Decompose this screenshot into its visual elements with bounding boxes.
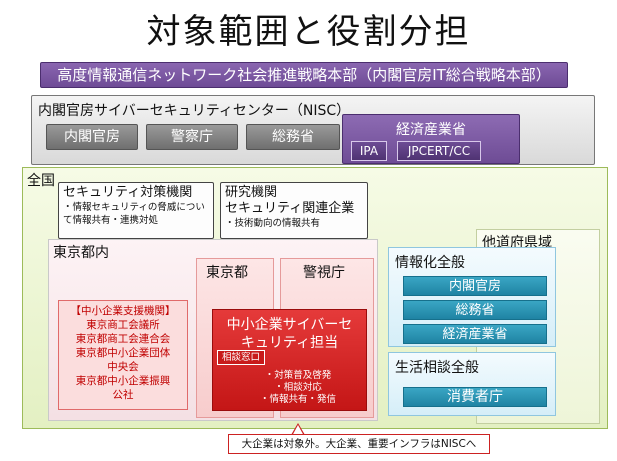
informatization-title: 情報化全般 (395, 255, 465, 271)
cyber-unit-box: 中小企業サイバーセ キュリティ担当 相談窓口 ・対策普及啓発 ・相談対応 ・情報… (212, 309, 367, 411)
headquarters-bar: 高度情報通信ネットワーク社会推進戦略本部（内閣官房IT総合戦略本部） (40, 62, 568, 88)
cyber-unit-item-1: ・対策普及啓発 (264, 370, 332, 381)
meti-label: 経済産業省 (396, 122, 466, 138)
security-org-box: セキュリティ対策機関 ・情報セキュリティの脅威について情報共有・連携対処 (58, 182, 214, 239)
research-org-title-1: 研究機関 (225, 185, 278, 200)
tokyo-label: 東京都内 (53, 245, 109, 261)
sme-support-line-6: 東京都中小企業振興 (75, 375, 171, 387)
nisc-box: 内閣官房サイバーセキュリティセンター（NISC） 内閣官房 警察庁 総務省 経済… (31, 95, 595, 165)
sme-support-line-5: 中央会 (107, 361, 139, 373)
sme-support-box: 【中小企業支援機関】 東京商工会議所 東京都商工会連合会 東京都中小企業団体 中… (58, 300, 188, 410)
sme-support-line-1: 【中小企業支援機関】 (70, 305, 176, 317)
informatization-item-meti: 経済産業省 (403, 324, 547, 344)
cyber-unit-item-2: ・相談対応 (274, 382, 322, 393)
headquarters-label: 高度情報通信ネットワーク社会推進戦略本部（内閣官房IT総合戦略本部） (57, 66, 551, 84)
meti-sub-ipa: IPA (351, 141, 387, 161)
police-label: 警視庁 (303, 265, 345, 281)
nisc-title: 内閣官房サイバーセキュリティセンター（NISC） (38, 103, 351, 119)
cyber-unit-title-2: キュリティ担当 (240, 335, 339, 351)
nisc-member-npa: 警察庁 (146, 124, 238, 150)
security-org-body: ・情報セキュリティの脅威について情報共有・連携対処 (63, 202, 205, 226)
research-org-box: 研究機関 セキュリティ関連企業 ・技術動向の情報共有 (220, 182, 368, 239)
cyber-unit-item-3: ・情報共有・発信 (259, 394, 336, 405)
security-org-title: セキュリティ対策機関 (63, 185, 193, 200)
tokyo-metro-label: 東京都 (206, 265, 248, 281)
consultation-desk: 相談窓口 (217, 350, 265, 365)
research-org-title-2: セキュリティ関連企業 (225, 201, 355, 216)
consumer-panel: 生活相談全般 消費者庁 (388, 352, 556, 416)
informatization-item-mic: 総務省 (403, 300, 547, 320)
informatization-panel: 情報化全般 内閣官房 総務省 経済産業省 (388, 247, 556, 347)
sme-support-line-7: 公社 (112, 389, 134, 401)
nisc-member-mic: 総務省 (246, 124, 340, 150)
sme-support-line-4: 東京都中小企業団体 (75, 347, 171, 359)
sme-support-line-2: 東京商工会議所 (86, 319, 160, 331)
callout-note: 大企業は対象外。大企業、重要インフラはNISCへ (228, 434, 490, 454)
zenkoku-label: 全国 (27, 173, 55, 189)
callout-tail-inner (292, 425, 304, 436)
cyber-unit-title-1: 中小企業サイバーセ (226, 317, 353, 333)
research-org-body: ・技術動向の情報共有 (225, 218, 321, 229)
cyber-unit-items: ・対策普及啓発 ・相談対応 ・情報共有・発信 (243, 370, 353, 406)
consumer-item-caa: 消費者庁 (403, 387, 547, 407)
page-title: 対象範囲と役割分担 (146, 12, 471, 52)
sme-support-line-3: 東京都商工会連合会 (75, 333, 171, 345)
meti-sub-jpcert: JPCERT/CC (397, 141, 481, 161)
meti-box: 経済産業省 IPA JPCERT/CC (342, 114, 520, 164)
informatization-item-cabinet: 内閣官房 (403, 276, 547, 296)
nisc-member-cabinet: 内閣官房 (46, 124, 138, 150)
consumer-title: 生活相談全般 (395, 360, 479, 376)
